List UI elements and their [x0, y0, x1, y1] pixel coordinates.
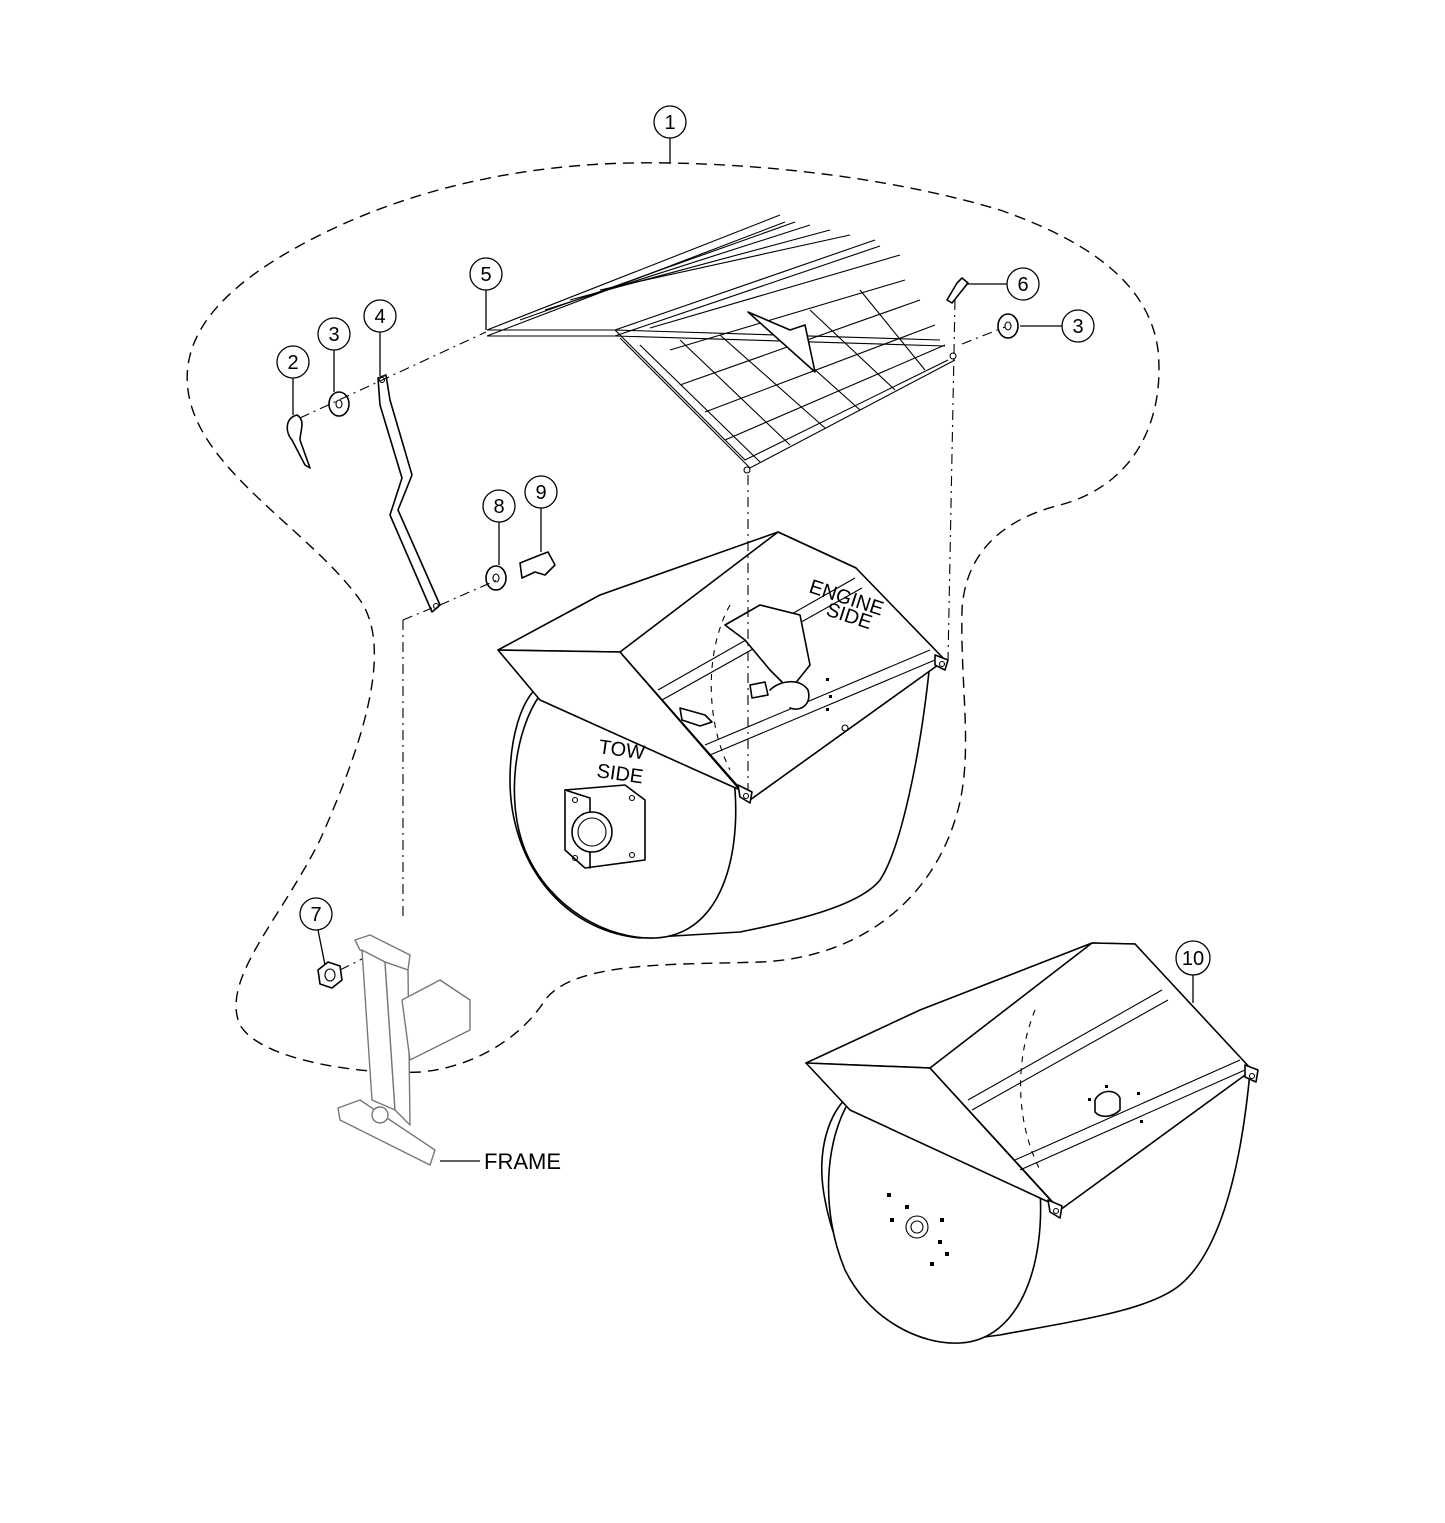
svg-text:8: 8: [493, 496, 504, 518]
callout-8: 8: [482, 489, 516, 523]
svg-text:2: 2: [287, 352, 298, 374]
callout-3-left: 3: [317, 317, 351, 351]
callout-7: 7: [299, 897, 333, 931]
washer-right: [997, 313, 1019, 339]
callout-2: 2: [276, 345, 310, 379]
svg-text:9: 9: [535, 482, 546, 504]
svg-text:3: 3: [1072, 316, 1083, 338]
grate-guard: [486, 214, 957, 474]
washer-left: [328, 391, 350, 417]
clevis-pin: [946, 277, 969, 304]
callout-6: 6: [1006, 267, 1040, 301]
assembly-group-outline: [186, 162, 1160, 1074]
svg-text:5: 5: [480, 264, 491, 286]
svg-text:10: 10: [1182, 948, 1204, 970]
callout-5: 5: [469, 257, 503, 291]
lock-nut: [317, 961, 343, 989]
callout-3-right: 3: [1061, 309, 1095, 343]
svg-text:1: 1: [664, 112, 675, 134]
svg-text:3: 3: [328, 324, 339, 346]
link-arm: [377, 374, 441, 613]
callout-4: 4: [363, 299, 397, 333]
svg-text:6: 6: [1017, 274, 1028, 296]
roller-drum: ENGINE SIDE TOW SIDE: [497, 531, 949, 939]
hex-bolt: [519, 551, 556, 579]
roller-drum-replacement: [805, 942, 1259, 1344]
frame-label: FRAME: [484, 1149, 561, 1174]
hairpin-clip: [286, 414, 311, 469]
callout-9: 9: [524, 475, 558, 509]
svg-text:7: 7: [310, 904, 321, 926]
callout-10: 10: [1175, 940, 1211, 976]
grate-bars: [519, 221, 946, 463]
flat-washer: [485, 565, 507, 591]
svg-text:4: 4: [374, 306, 385, 328]
frame-bracket: FRAME: [337, 934, 561, 1174]
callout-1: 1: [653, 105, 687, 139]
